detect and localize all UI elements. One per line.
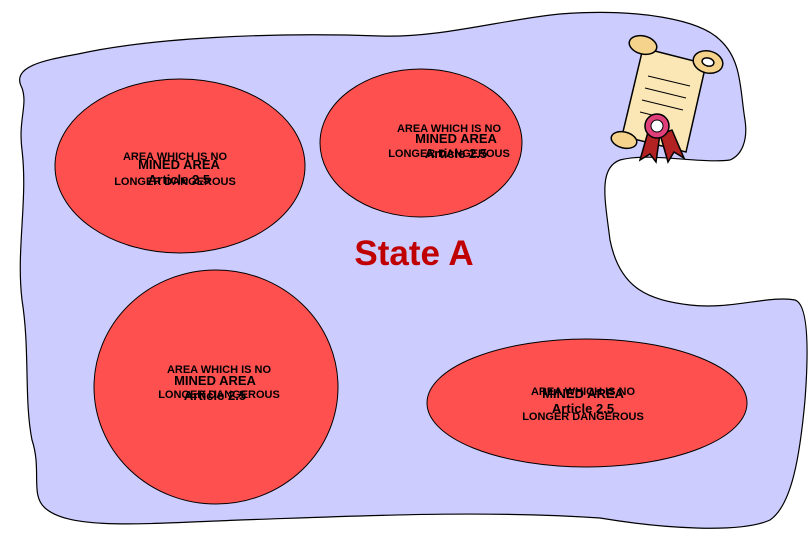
zone-ellipse	[319, 68, 523, 218]
zone-ellipse	[426, 338, 748, 468]
zone-ellipse	[93, 269, 339, 505]
state-label: State A	[354, 234, 474, 273]
scroll-with-seal-icon	[610, 34, 724, 164]
zone-ellipse	[54, 78, 306, 254]
